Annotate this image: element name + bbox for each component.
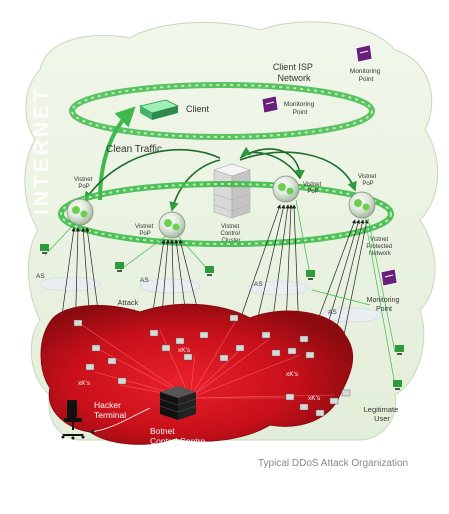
- monitoring-label-bottom: Monitoring Point: [367, 297, 402, 313]
- xks-label-1: xK's: [78, 380, 91, 387]
- server-cluster-icon: [213, 163, 251, 219]
- xks-label-2: xK's: [178, 347, 191, 354]
- client-label: Client: [186, 104, 210, 114]
- monitoring-point-icon: [380, 268, 398, 287]
- legitimate-user-label: Legitimate User: [364, 405, 401, 423]
- client-isp-label: Client ISP Network: [273, 62, 315, 83]
- hacker-link: [89, 407, 151, 434]
- monitoring-point-icon: [261, 95, 279, 114]
- server-stack-icon: [159, 386, 197, 420]
- botnet-control-label: Botnet Control Centre: [150, 426, 206, 446]
- diagram-title: Typical DDoS Attack Organization: [258, 458, 408, 469]
- router-icon: [66, 198, 94, 226]
- as-clouds: [39, 276, 383, 323]
- bot-computers: [73, 314, 351, 417]
- router-icon: [272, 175, 300, 203]
- pop-label-4: Vistnet PoP: [358, 174, 378, 187]
- pop-label-3: Vistnet PoP: [303, 182, 323, 195]
- computer-icon: [395, 345, 404, 355]
- as-label-1: AS: [36, 273, 45, 280]
- internet-label: INTERNET: [30, 86, 53, 215]
- monitoring-label-top: Monitoring Point: [350, 68, 382, 83]
- client-node: [138, 99, 180, 120]
- cluster-links: [84, 146, 357, 212]
- office-chair-icon: [61, 400, 85, 440]
- as-label-2: AS: [140, 277, 149, 284]
- protected-network-label: Vistnet Protected Network: [366, 237, 393, 257]
- botnet-region: [40, 303, 354, 445]
- computer-icon: [205, 266, 214, 276]
- router-icon: [348, 191, 376, 219]
- router-icon: [158, 211, 186, 239]
- clean-traffic-arrow: [98, 106, 136, 201]
- hacker-terminal-label: Hacker Terminal: [94, 400, 126, 420]
- computer-icon: [393, 380, 402, 390]
- monitoring-label-mid: Monitoring Point: [284, 101, 316, 116]
- clean-traffic-label: Clean Traffic: [106, 144, 162, 155]
- pop-label-1: Vistnet PoP: [74, 177, 94, 190]
- as-label-4: AS: [328, 309, 337, 316]
- xks-label-4: xK's: [308, 395, 321, 402]
- legitimate-traffic-lines: [44, 199, 396, 386]
- xks-label-3: xK's: [286, 371, 299, 378]
- as-label-3: AS: [254, 281, 263, 288]
- computer-icon: [306, 270, 315, 280]
- monitoring-point-icon: [355, 44, 373, 63]
- computer-icon: [115, 262, 124, 272]
- computer-icon: [40, 244, 49, 254]
- pop-label-2: Vistnet PoP: [135, 224, 155, 237]
